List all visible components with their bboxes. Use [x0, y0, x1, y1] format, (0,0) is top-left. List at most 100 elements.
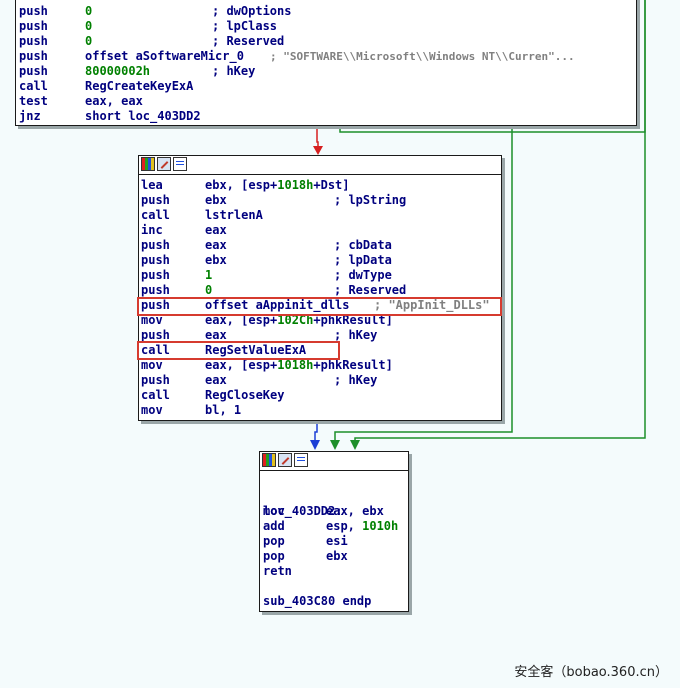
text-view-icon[interactable]: [173, 157, 187, 171]
mnemonic[interactable]: retn: [263, 564, 292, 578]
mnemonic[interactable]: jnz: [19, 109, 41, 123]
location-label[interactable]: loc_403DD2:: [263, 504, 343, 518]
operand[interactable]: eax: [205, 223, 227, 237]
operand[interactable]: bl, 1: [205, 403, 242, 417]
comment: ; Reserved: [212, 34, 285, 48]
asm-line[interactable]: jnz short loc_403DD2: [19, 109, 631, 124]
mnemonic[interactable]: push: [141, 298, 170, 312]
mnemonic[interactable]: push: [19, 34, 48, 48]
edit-color-icon[interactable]: [157, 157, 171, 171]
asm-line[interactable]: mov eax, ebx: [263, 504, 407, 519]
operand[interactable]: 1: [205, 268, 213, 282]
mnemonic[interactable]: push: [141, 328, 170, 342]
operand[interactable]: eax, ebx: [326, 504, 384, 518]
mnemonic[interactable]: call: [141, 343, 170, 357]
asm-line[interactable]: lea ebx, [esp+1018h+Dst]: [141, 178, 497, 193]
operand[interactable]: 0: [85, 19, 93, 33]
mnemonic[interactable]: push: [141, 253, 170, 267]
mnemonic[interactable]: mov: [141, 403, 163, 417]
operand[interactable]: offset aAppinit_dlls: [205, 298, 350, 312]
asm-line[interactable]: call lstrlenA: [141, 208, 497, 223]
mnemonic[interactable]: push: [141, 193, 170, 207]
operand[interactable]: 0: [85, 4, 93, 18]
mnemonic[interactable]: push: [141, 283, 170, 297]
asm-line[interactable]: call RegSetValueExA: [141, 343, 497, 358]
operand[interactable]: esp, 1010h: [326, 519, 399, 533]
mnemonic[interactable]: pop: [263, 534, 285, 548]
block3-label[interactable]: loc_403DD2:: [263, 489, 342, 518]
mnemonic[interactable]: push: [19, 49, 48, 63]
operand[interactable]: eax: [205, 373, 227, 387]
mnemonic[interactable]: push: [141, 238, 170, 252]
operand[interactable]: eax, [esp+102Ch+phkResult]: [205, 313, 393, 327]
operand[interactable]: ebx, [esp+1018h+Dst]: [205, 178, 350, 192]
operand[interactable]: 0: [205, 283, 213, 297]
mnemonic[interactable]: inc: [141, 223, 163, 237]
operand[interactable]: 0: [85, 34, 93, 48]
asm-line[interactable]: mov eax, [esp+102Ch+phkResult]: [141, 313, 497, 328]
asm-line[interactable]: call RegCloseKey: [141, 388, 497, 403]
operand[interactable]: RegSetValueExA: [205, 343, 307, 357]
asm-line[interactable]: call RegCreateKeyExA: [19, 79, 631, 94]
operand[interactable]: eax, [esp+1018h+phkResult]: [205, 358, 393, 372]
graph-overview-icon[interactable]: [262, 453, 276, 467]
text-view-icon[interactable]: [294, 453, 308, 467]
mnemonic[interactable]: call: [19, 79, 48, 93]
mnemonic[interactable]: push: [141, 373, 170, 387]
operand[interactable]: esi: [326, 534, 348, 548]
operand[interactable]: RegCloseKey: [205, 388, 285, 402]
asm-line[interactable]: pop esi: [263, 534, 407, 549]
asm-line[interactable]: pop ebx: [263, 549, 407, 564]
mnemonic[interactable]: test: [19, 94, 48, 108]
operand[interactable]: eax: [205, 328, 227, 342]
operand[interactable]: eax, eax: [85, 94, 143, 108]
mnemonic[interactable]: pop: [263, 549, 285, 563]
mnemonic[interactable]: push: [19, 64, 48, 78]
endp-label[interactable]: sub_403C80 endp: [263, 594, 372, 608]
operand[interactable]: lstrlenA: [205, 208, 263, 222]
asm-line[interactable]: add esp, 1010h: [263, 519, 407, 534]
asm-line[interactable]: test eax, eax: [19, 94, 631, 109]
mnemonic[interactable]: mov: [141, 358, 163, 372]
operand[interactable]: 80000002h: [85, 64, 151, 78]
mnemonic[interactable]: mov: [141, 313, 163, 327]
asm-line[interactable]: mov eax, [esp+1018h+phkResult]: [141, 358, 497, 373]
mnemonic[interactable]: call: [141, 208, 170, 222]
mnemonic[interactable]: add: [263, 519, 285, 533]
operand[interactable]: short loc_403DD2: [85, 109, 201, 123]
graph-overview-icon[interactable]: [141, 157, 155, 171]
mnemonic[interactable]: push: [19, 4, 48, 18]
operand[interactable]: ebx: [205, 253, 227, 267]
operand[interactable]: offset aSoftwareMicr_0: [85, 49, 244, 63]
mnemonic[interactable]: push: [19, 19, 48, 33]
operand[interactable]: ebx: [205, 193, 227, 207]
mnemonic[interactable]: mov: [263, 504, 285, 518]
asm-line[interactable]: retn: [263, 564, 407, 579]
mnemonic[interactable]: push: [141, 268, 170, 282]
asm-line[interactable]: mov bl, 1: [141, 403, 497, 418]
mnemonic[interactable]: call: [141, 388, 170, 402]
operand[interactable]: RegCreateKeyExA: [85, 79, 194, 93]
asm-line[interactable]: inc eax: [141, 223, 497, 238]
operand[interactable]: eax: [205, 238, 227, 252]
mnemonic[interactable]: lea: [141, 178, 163, 192]
asm-line[interactable]: push 0 ; Reserved: [19, 34, 631, 49]
operand[interactable]: ebx: [326, 549, 348, 563]
edit-color-icon[interactable]: [278, 453, 292, 467]
